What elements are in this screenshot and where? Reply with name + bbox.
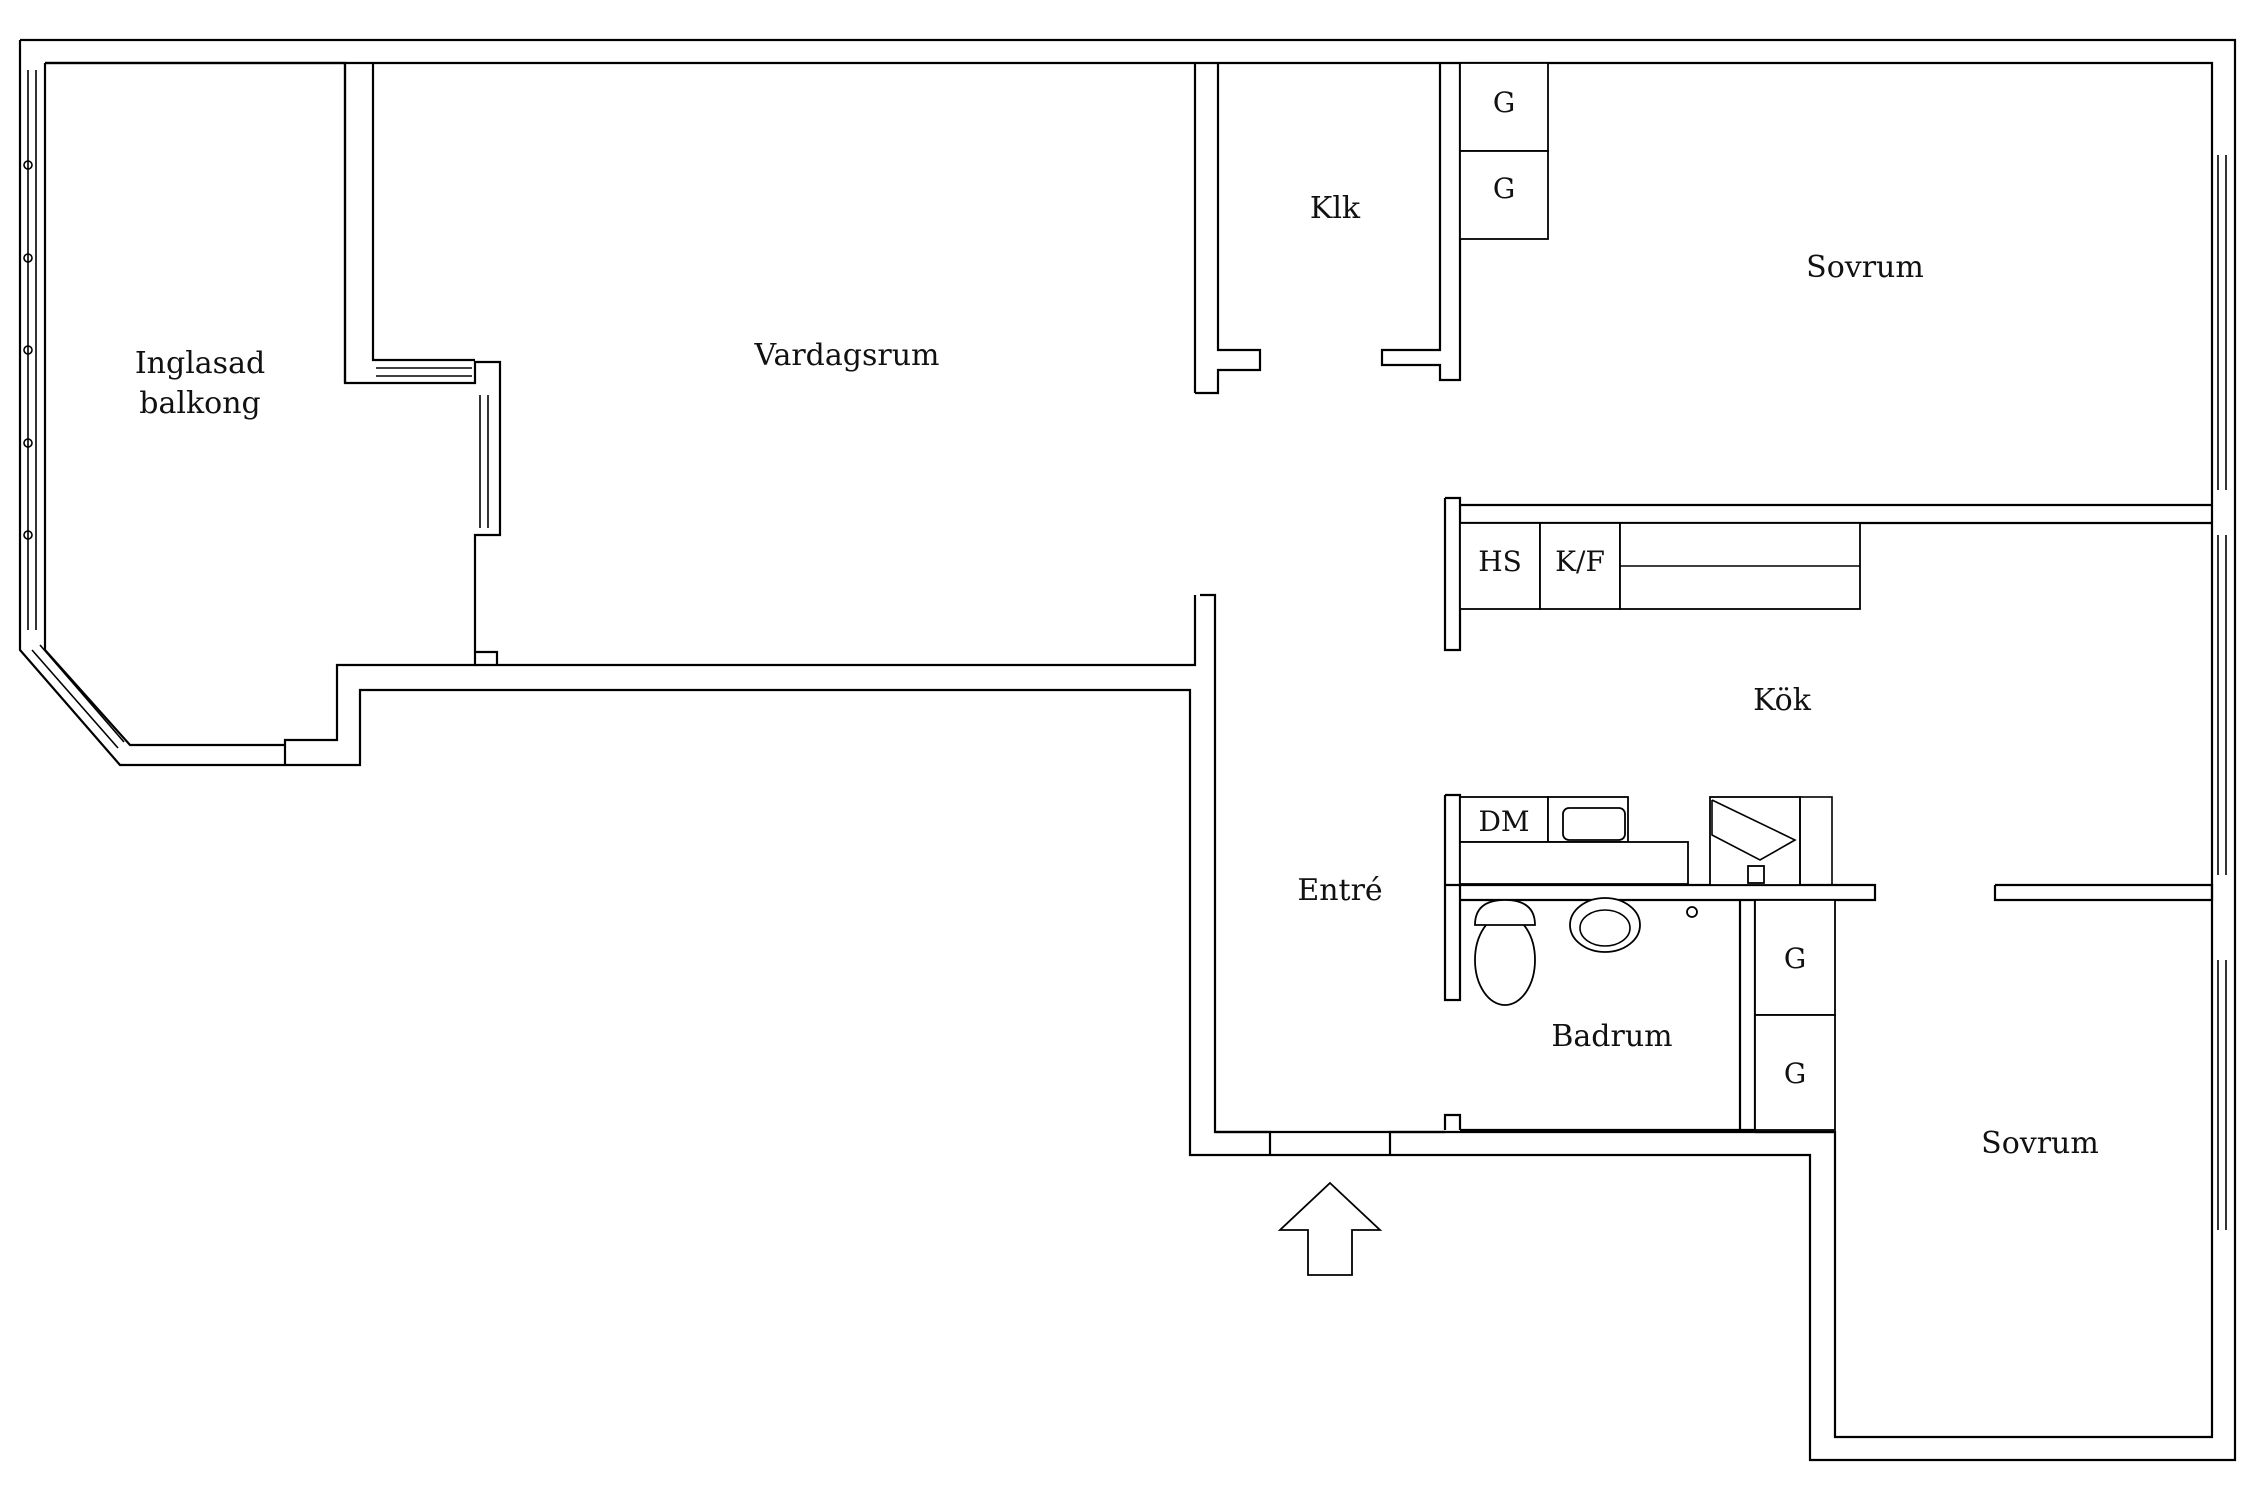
tall-cabinet-label: HS	[1478, 545, 1522, 578]
wardrobe-bottom-1	[1754, 899, 1836, 1016]
kitchen-left-wall-upper	[1443, 496, 1462, 652]
room-label-kitchen: Kök	[1753, 683, 1812, 718]
outer-wall-outline	[18, 38, 2237, 1462]
entry-bottom-wall-left	[1215, 1130, 1272, 1155]
kitchen-bedroom-wall	[1993, 883, 2214, 902]
balcony-post-4	[23, 438, 33, 448]
wardrobe-label-bottom-2: G	[1784, 1057, 1806, 1090]
tall-cabinet	[1459, 522, 1541, 610]
toilet-tank	[1474, 899, 1536, 926]
room-label-balcony-1: Inglasad	[135, 346, 265, 381]
room-label-bedroom-bottom: Sovrum	[1981, 1126, 2099, 1161]
room-label-closet: Klk	[1310, 191, 1361, 226]
tap	[1686, 906, 1698, 918]
counter-side	[1799, 796, 1833, 886]
living-bottom-wall	[475, 595, 1197, 667]
wardrobe-top-1	[1459, 62, 1549, 152]
dishwasher-label: DM	[1478, 805, 1529, 838]
counter-low	[1459, 841, 1689, 885]
balcony-post-5	[23, 530, 33, 540]
wardrobe-label-top-2: G	[1493, 172, 1515, 205]
balcony-diag-glazing-1	[31, 649, 119, 749]
balcony-inner-wall	[45, 61, 502, 765]
wardrobe-label-bottom-1: G	[1784, 942, 1806, 975]
wardrobe-bottom-2	[1754, 1014, 1836, 1131]
wardrobe-label-top-1: G	[1493, 86, 1515, 119]
wardrobe-top-2	[1459, 150, 1549, 240]
balcony-diag-glazing-2	[39, 644, 125, 743]
balcony-left-inner	[43, 63, 285, 747]
room-label-entry: Entré	[1297, 873, 1382, 908]
bathroom-door-stub	[1443, 1113, 1462, 1130]
stove-knob	[1747, 865, 1765, 884]
balcony-post-2	[23, 253, 33, 263]
inner-wall-outline	[45, 61, 2214, 1439]
bathroom-right-wall	[1738, 900, 1757, 1132]
room-label-bathroom: Badrum	[1551, 1019, 1672, 1054]
fridge-freezer-label: K/F	[1555, 545, 1605, 578]
balcony-post-3	[23, 345, 33, 355]
kitchen-counter-bottom-wall	[1445, 883, 1877, 902]
fridge-freezer	[1539, 522, 1621, 610]
closet-left-wall	[1195, 63, 1262, 395]
bathroom-left-wall	[1443, 793, 1462, 1002]
closet-right-wall	[1380, 63, 1462, 382]
entry-bottom-wall-right	[1388, 1130, 1445, 1155]
sink-basin	[1562, 807, 1626, 841]
stove-cover	[1711, 799, 1797, 861]
room-label-living: Vardagsrum	[754, 338, 940, 373]
living-bottom-stub	[475, 650, 499, 665]
room-label-balcony-2: balkong	[139, 386, 260, 421]
washbasin-inner	[1579, 909, 1631, 947]
toilet-bowl	[1474, 914, 1536, 1006]
entrance-arrow-icon	[1277, 1181, 1383, 1276]
balcony-post-1	[23, 160, 33, 170]
living-left-wall	[371, 63, 475, 362]
washbasin	[1569, 897, 1641, 953]
room-label-bedroom-top: Sovrum	[1806, 250, 1924, 285]
